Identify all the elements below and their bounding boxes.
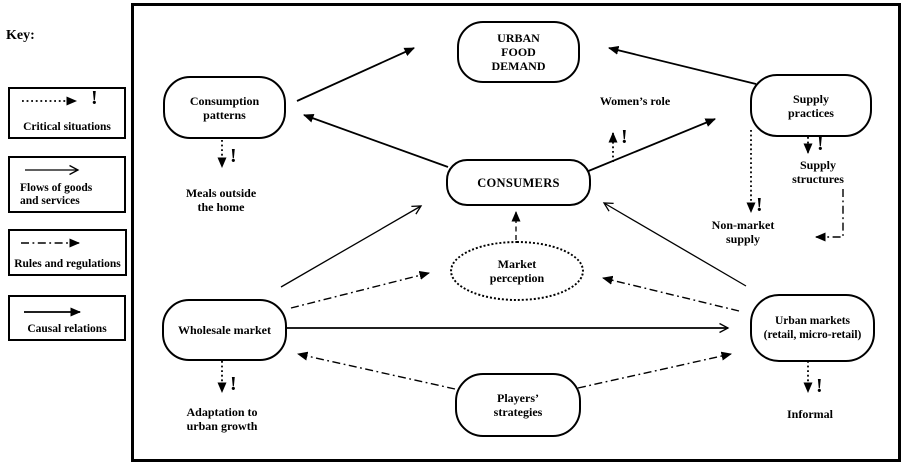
node-urban-food-demand: URBAN FOOD DEMAND xyxy=(457,21,580,83)
annotation-adaptation: Adaptation to urban growth xyxy=(186,405,258,433)
node-urban-food-demand-label: URBAN FOOD DEMAND xyxy=(491,31,546,73)
key-label-causal-relations: Causal relations xyxy=(27,323,107,335)
key-label-critical-situations: Critical situations xyxy=(23,121,111,133)
node-urban-markets: Urban markets (retail, micro-retail) xyxy=(750,294,875,362)
annotation-supply-structures: Supply structures xyxy=(792,158,844,186)
exclamation-icon-meals: ! xyxy=(230,145,237,167)
key-title: Key: xyxy=(6,28,35,43)
node-players-strategies: Players’ strategies xyxy=(455,373,581,437)
exclamation-icon-adaptation: ! xyxy=(230,373,237,395)
node-supply-practices: Supply practices xyxy=(750,74,872,137)
exclamation-icon-informal: ! xyxy=(816,375,823,397)
key-box-flows-of-goods: Flows of goods and services xyxy=(8,156,126,213)
annotation-meals-outside: Meals outside the home xyxy=(185,186,257,214)
exclamation-icon-supply-structures: ! xyxy=(817,133,824,155)
exclamation-icon-womens-role: ! xyxy=(621,126,628,148)
node-wholesale-market: Wholesale market xyxy=(162,299,287,361)
key-label-flows-of-goods: Flows of goods and services xyxy=(20,182,93,207)
node-consumption-patterns-label: Consumption patterns xyxy=(189,93,260,122)
node-supply-practices-label: Supply practices xyxy=(788,91,834,120)
node-wholesale-market-label: Wholesale market xyxy=(178,323,271,337)
exclamation-icon-non-market: ! xyxy=(756,194,763,216)
node-consumers-label: CONSUMERS xyxy=(477,175,560,190)
key-box-rules-regulations: Rules and regulations xyxy=(8,229,127,276)
annotation-womens-role: Women’s role xyxy=(599,94,671,108)
node-urban-markets-label: Urban markets (retail, micro-retail) xyxy=(763,315,862,341)
annotation-informal: Informal xyxy=(787,407,833,421)
node-players-strategies-label: Players’ strategies xyxy=(493,391,543,419)
node-consumers: CONSUMERS xyxy=(446,159,591,206)
key-label-rules-regulations: Rules and regulations xyxy=(14,258,121,270)
node-market-perception: Market perception xyxy=(450,241,584,301)
node-market-perception-label: Market perception xyxy=(489,257,545,285)
node-consumption-patterns: Consumption patterns xyxy=(163,76,286,139)
key-box-critical-situations: Critical situations xyxy=(8,87,126,139)
key-box-causal-relations: Causal relations xyxy=(8,295,126,341)
exclamation-icon-key: ! xyxy=(91,87,98,109)
annotation-non-market-supply: Non-market supply xyxy=(711,218,775,246)
